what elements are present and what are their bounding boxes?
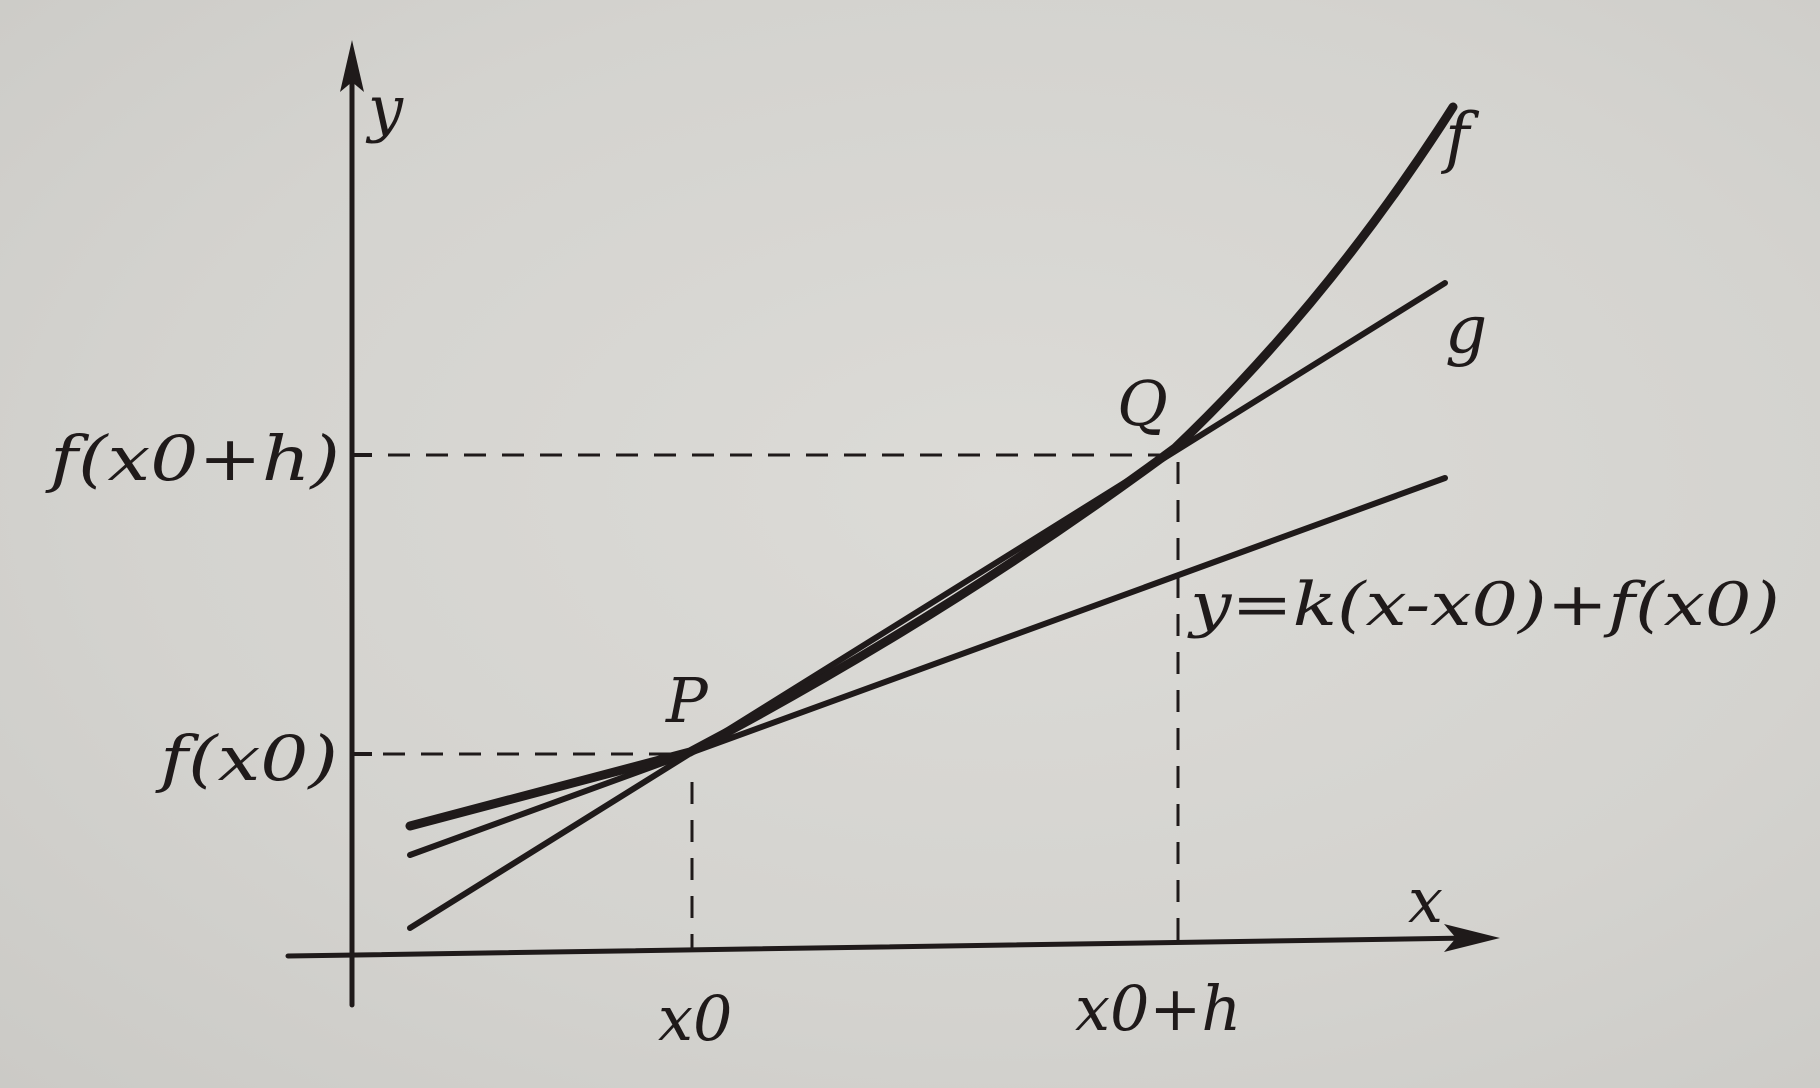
points xyxy=(687,447,1178,755)
point-Q-dot xyxy=(1172,447,1178,453)
labels: y x f g P Q y=k(x-x0)+f(x0) x0 x0+h f(x0… xyxy=(45,72,1780,1055)
secant-line-g xyxy=(407,280,1448,931)
tangent-equation-label: y=k(x-x0)+f(x0) xyxy=(1186,570,1780,640)
x-axis-line xyxy=(285,935,1473,959)
axes xyxy=(285,69,1473,1008)
y-axis-label: y xyxy=(365,72,404,145)
f-x0-tick-label: f(x0) xyxy=(155,722,338,795)
x0-plus-h-tick-label: x0+h xyxy=(1075,972,1241,1045)
guide-lines xyxy=(383,453,1180,950)
x-axis-label: x xyxy=(1408,864,1443,937)
curve-f xyxy=(405,102,1458,831)
f-curve-label: f xyxy=(1440,99,1480,176)
point-Q-label: Q xyxy=(1117,367,1168,440)
g-line-label: g xyxy=(1445,291,1487,368)
tangent-line xyxy=(407,475,1448,858)
x0-tick-label: x0 xyxy=(658,982,732,1055)
tick-marks xyxy=(352,453,372,756)
point-P-dot xyxy=(687,749,693,755)
bleed-through-text xyxy=(560,96,578,164)
point-P-label: P xyxy=(665,664,709,737)
y-axis-arrow-icon xyxy=(340,40,364,92)
x-axis-arrow-icon xyxy=(1444,924,1500,952)
curves xyxy=(405,102,1458,931)
f-x0-plus-h-tick-label: f(x0+h) xyxy=(45,422,340,495)
